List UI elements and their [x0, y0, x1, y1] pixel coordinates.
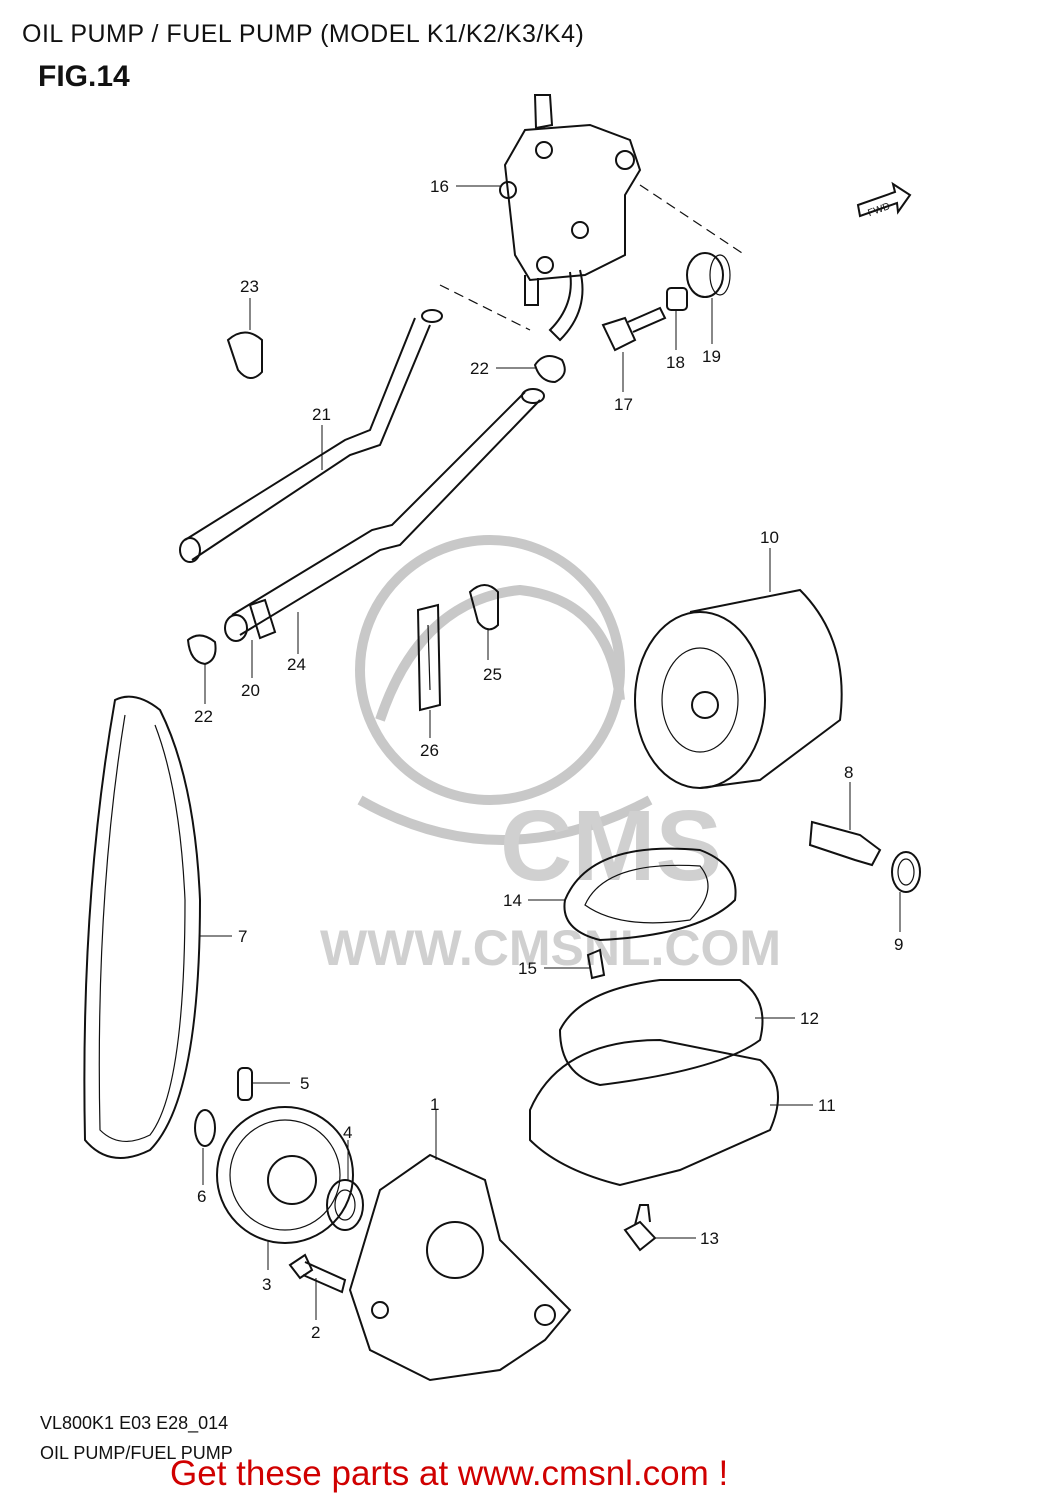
callout-21: 21 [312, 405, 331, 424]
collar-18 [666, 287, 688, 311]
callout-5: 5 [300, 1074, 309, 1093]
callout-4: 4 [343, 1123, 352, 1142]
holder-26 [416, 603, 442, 712]
bolt-15 [586, 948, 606, 980]
oil-pump-drive-chain [83, 695, 202, 1159]
figure-number: FIG.14 [38, 60, 130, 93]
callout-24: 24 [287, 655, 306, 674]
union-bolt-8 [808, 820, 882, 867]
fwd-label: FWD [867, 201, 892, 219]
hose-21 [179, 309, 443, 563]
callout-13: 13 [700, 1229, 719, 1248]
clamp-22-upper [533, 355, 566, 384]
washer-9 [891, 851, 921, 893]
promo-link[interactable]: Get these parts at www.cmsnl.com ! [170, 1454, 729, 1493]
callout-25: 25 [483, 665, 502, 684]
oil-pump-1 [348, 1153, 572, 1382]
hose-24 [224, 388, 545, 642]
callout-14: 14 [503, 891, 522, 910]
watermark-logo: CMS WWW.CMSNL.COM [320, 535, 781, 976]
oil-pan-cover-11 [529, 1038, 779, 1187]
leader-lines [200, 185, 901, 1320]
callout-26: 26 [420, 741, 439, 760]
callout-2: 2 [311, 1323, 320, 1342]
grommet-19 [686, 252, 731, 298]
oil-strainer [563, 847, 737, 942]
callout-3: 3 [262, 1275, 271, 1294]
bolt-17 [601, 306, 667, 352]
callout-20: 20 [241, 681, 260, 700]
callout-19: 19 [702, 347, 721, 366]
diagram-title: OIL PUMP / FUEL PUMP (MODEL K1/K2/K3/K4) [22, 20, 585, 48]
callout-18: 18 [666, 353, 685, 372]
callout-11: 11 [818, 1096, 836, 1115]
oil-pump-sprocket-3 [216, 1106, 354, 1244]
callout-8: 8 [844, 763, 853, 782]
diagram-caption: OIL PUMP/FUEL PUMP [40, 1443, 233, 1463]
callout-6: 6 [197, 1187, 206, 1206]
callout-9: 9 [894, 935, 903, 954]
clamp-23 [226, 331, 263, 379]
part-number-callouts: 1 2 3 4 5 6 7 8 9 10 11 12 13 14 15 16 1… [194, 177, 903, 1342]
callout-1: 1 [430, 1095, 439, 1114]
bolt-13 [623, 1204, 657, 1252]
watermark-logo-text: CMS [500, 790, 722, 902]
callout-22-upper: 22 [470, 359, 489, 378]
callout-16: 16 [430, 177, 449, 196]
callout-22-lower: 22 [194, 707, 213, 726]
fuel-pump [439, 94, 746, 342]
callout-23: 23 [240, 277, 259, 296]
bolt-2 [288, 1253, 347, 1294]
clamp-25 [468, 584, 499, 631]
watermark-url: WWW.CMSNL.COM [320, 920, 781, 976]
diagram-code: VL800K1 E03 E28_014 [40, 1413, 229, 1433]
oil-filter [634, 588, 843, 789]
pin-5 [237, 1067, 253, 1101]
callout-17: 17 [614, 395, 633, 414]
callout-7: 7 [238, 927, 247, 946]
washer-4 [326, 1179, 364, 1231]
gasket-12 [558, 979, 764, 1087]
clamp-22-lower [186, 634, 217, 666]
callout-15: 15 [518, 959, 537, 978]
callout-10: 10 [760, 528, 779, 547]
callout-12: 12 [800, 1009, 819, 1028]
circlip-6 [194, 1109, 216, 1147]
forward-direction-icon: FWD [856, 181, 912, 219]
